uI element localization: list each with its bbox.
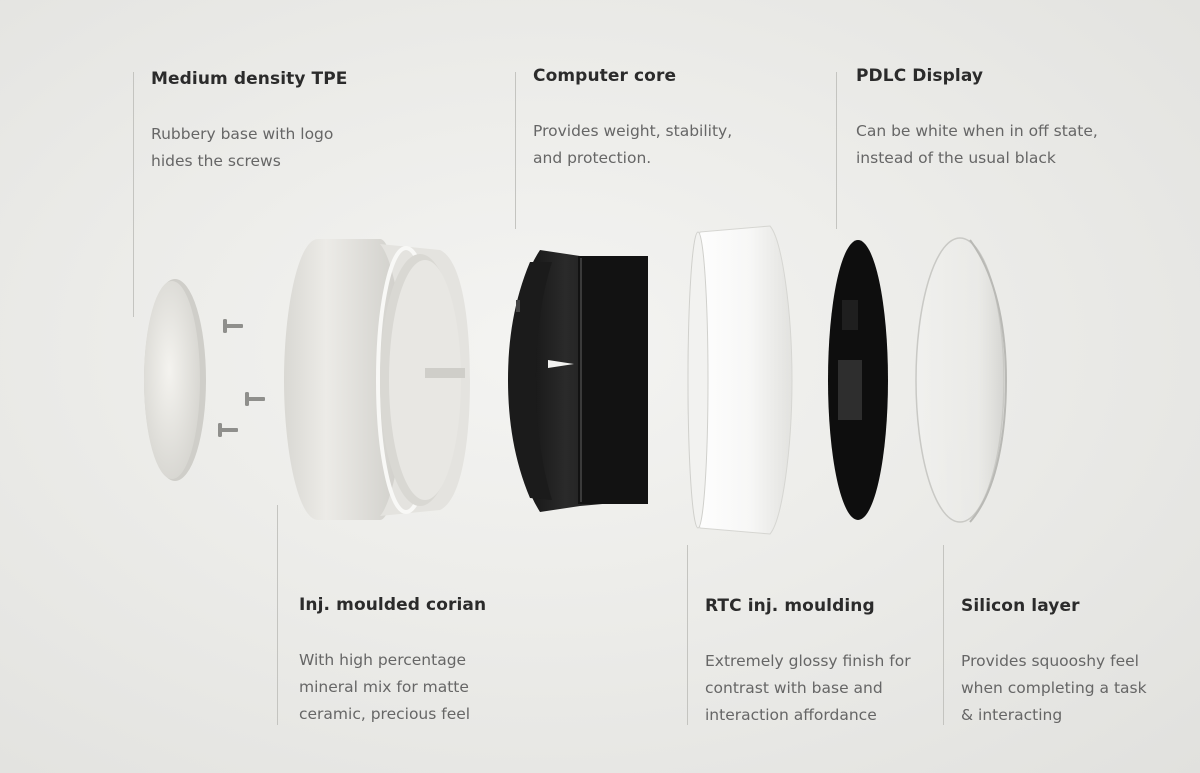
silicon-layer [915, 237, 1008, 523]
description-line: when completing a task [961, 679, 1147, 697]
callout-description: With high percentage mineral mix for mat… [299, 647, 486, 728]
description-line: Provides squooshy feel [961, 652, 1139, 670]
callout-core: Computer core Provides weight, stability… [533, 66, 732, 172]
tpe-base-disc [144, 279, 206, 481]
rtc-moulding [687, 225, 793, 535]
callout-description: Extremely glossy finish for contrast wit… [705, 648, 911, 729]
callout-description: Provides squooshy feel when completing a… [961, 648, 1147, 729]
description-line: With high percentage [299, 651, 467, 669]
callout-title: Medium density TPE [151, 69, 348, 89]
leader-line-silicon [943, 545, 944, 725]
leader-line-corian [277, 505, 278, 725]
description-line: ceramic, precious feel [299, 705, 471, 723]
callout-corian: Inj. moulded corian With high percentage… [299, 595, 486, 728]
callout-silicon: Silicon layer Provides squooshy feel whe… [961, 596, 1147, 729]
description-line: mineral mix for matte [299, 678, 469, 696]
description-line: and protection. [533, 149, 652, 167]
corian-housing [284, 239, 470, 520]
description-line: Extremely glossy finish for [705, 652, 911, 670]
callout-title: Silicon layer [961, 596, 1080, 616]
description-line: Rubbery base with logo [151, 125, 334, 143]
callout-title: Inj. moulded corian [299, 595, 487, 615]
leader-line-rtc [687, 545, 688, 725]
callout-title: PDLC Display [856, 66, 984, 86]
description-line: Can be white when in off state, [856, 122, 1098, 140]
description-line: interaction affordance [705, 706, 877, 724]
pdlc-display [828, 240, 888, 520]
description-line: & interacting [961, 706, 1063, 724]
leader-line-pdlc [836, 72, 837, 229]
callout-rtc: RTC inj. moulding Extremely glossy finis… [705, 596, 911, 729]
description-line: Provides weight, stability, [533, 122, 733, 140]
description-line: instead of the usual black [856, 149, 1056, 167]
description-line: contrast with base and [705, 679, 883, 697]
callout-title: RTC inj. moulding [705, 596, 875, 616]
computer-core [508, 250, 648, 512]
callout-title: Computer core [533, 66, 677, 86]
callout-tpe: Medium density TPE Rubbery base with log… [151, 69, 348, 175]
callout-pdlc: PDLC Display Can be white when in off st… [856, 66, 1098, 172]
leader-line-tpe [133, 72, 134, 317]
leader-line-core [515, 72, 516, 229]
description-line: hides the screws [151, 152, 281, 170]
callout-description: Rubbery base with logo hides the screws [151, 121, 348, 175]
callout-description: Can be white when in off state, instead … [856, 118, 1098, 172]
callout-description: Provides weight, stability, and protecti… [533, 118, 732, 172]
screws [218, 319, 265, 437]
